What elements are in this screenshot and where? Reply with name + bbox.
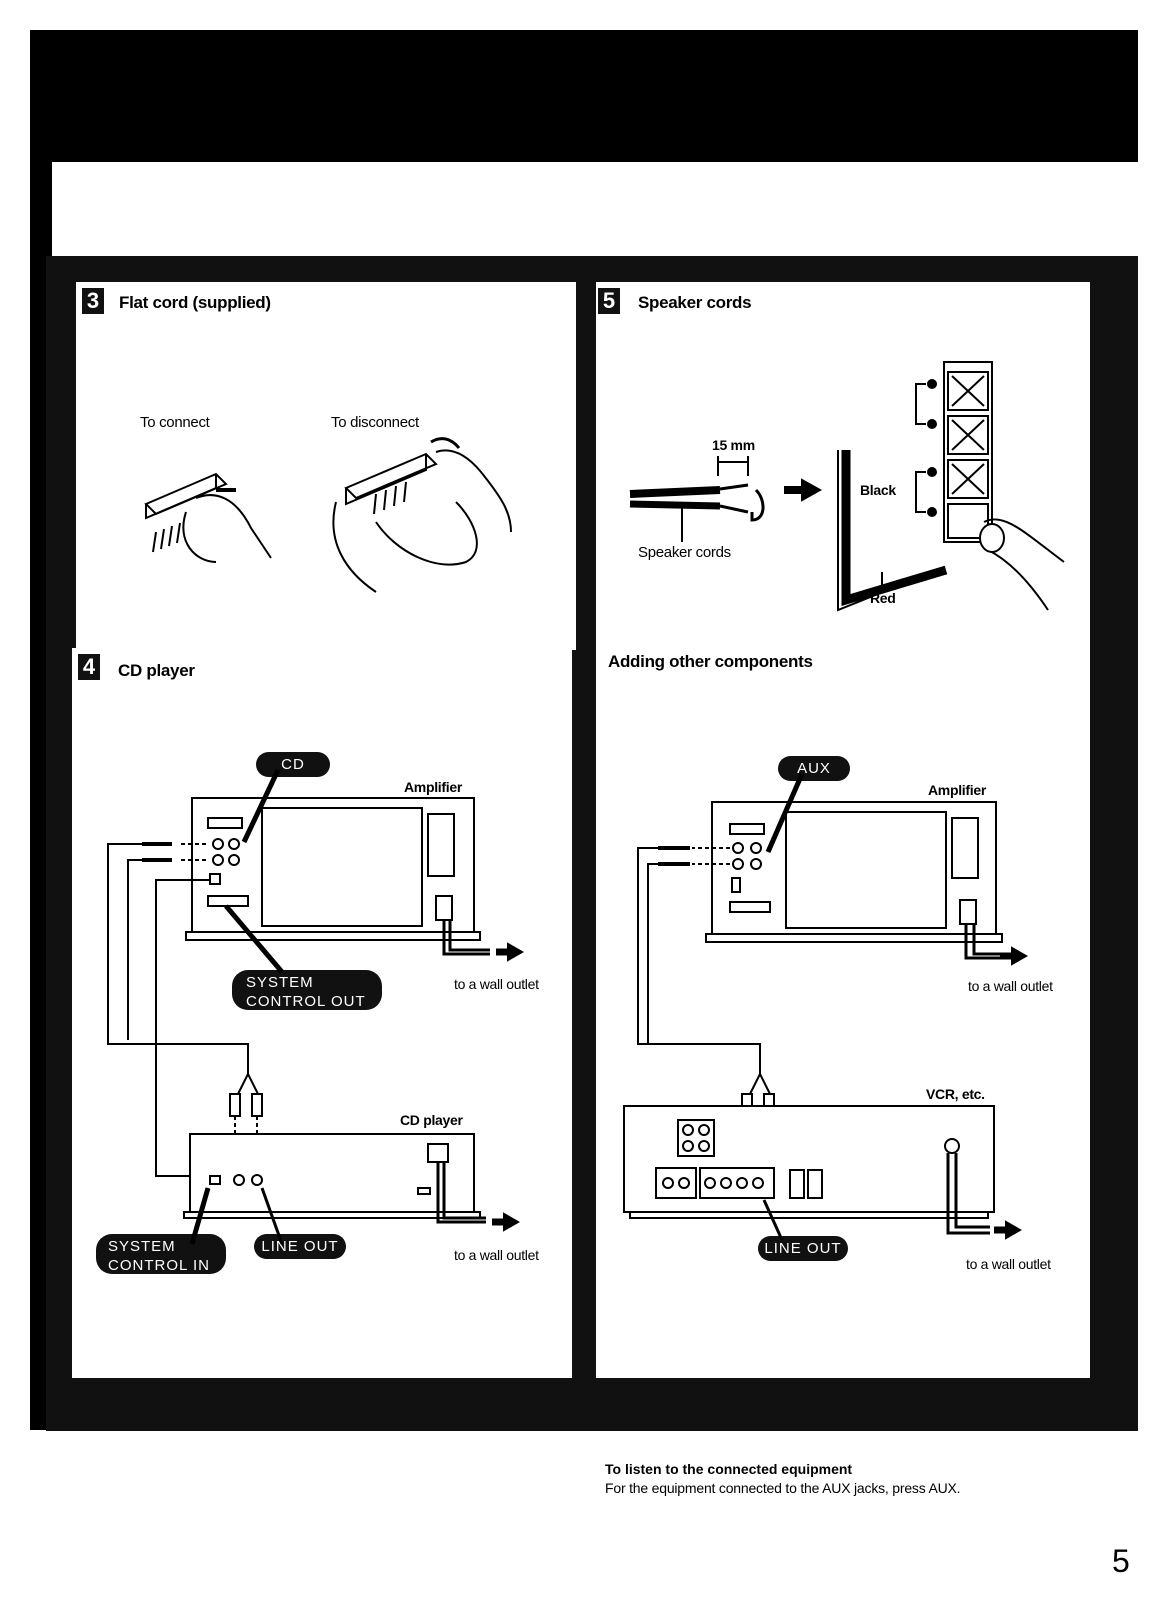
system-control-out-pill: SYSTEM CONTROL OUT bbox=[232, 970, 382, 1010]
instruction-panels: 3 Flat cord (supplied) To connect To dis… bbox=[46, 256, 1138, 1431]
section-title-flat-cord: Flat cord (supplied) bbox=[119, 293, 271, 312]
section-title-cd: CD player bbox=[118, 661, 195, 680]
amplifier-label-other: Amplifier bbox=[928, 782, 986, 798]
system-control-in-line1: SYSTEM bbox=[108, 1238, 176, 1255]
header-band bbox=[30, 30, 1138, 162]
to-connect-label: To connect bbox=[140, 414, 210, 431]
panel-cd-player: 4 CD player CD Amplifier SYSTEM CONTROL … bbox=[72, 648, 572, 1378]
panel-flat-cord: 3 Flat cord (supplied) To connect To dis… bbox=[76, 282, 576, 650]
cd-player-label: CD player bbox=[400, 1112, 463, 1128]
speaker-cords-label: Speaker cords bbox=[638, 544, 731, 561]
black-wire-label: Black bbox=[860, 482, 896, 498]
cd-connection-diagram bbox=[107, 768, 525, 1245]
wall-outlet-label-1: to a wall outlet bbox=[454, 976, 539, 992]
strip-length-label: 15 mm bbox=[712, 437, 755, 453]
system-control-out-line2: CONTROL OUT bbox=[246, 993, 366, 1010]
system-control-in-pill: SYSTEM CONTROL IN bbox=[96, 1234, 226, 1274]
to-disconnect-label: To disconnect bbox=[331, 414, 419, 431]
panel-speaker-cords: 5 Speaker cords 15 mm Speaker cords Blac… bbox=[596, 282, 1090, 650]
cd-jack-pill: CD bbox=[256, 752, 330, 777]
aux-jack-pill: AUX bbox=[778, 756, 850, 781]
wall-outlet-label-4: to a wall outlet bbox=[966, 1256, 1051, 1272]
step-number-3: 3 bbox=[82, 288, 104, 314]
system-control-in-line2: CONTROL IN bbox=[108, 1257, 210, 1274]
note-body: For the equipment connected to the AUX j… bbox=[605, 1480, 961, 1496]
line-out-pill-cd: LINE OUT bbox=[254, 1234, 346, 1259]
wall-outlet-label-2: to a wall outlet bbox=[454, 1247, 539, 1263]
panel-other-components: Adding other components AUX Amplifier to… bbox=[596, 648, 1090, 1378]
wall-outlet-label-3: to a wall outlet bbox=[968, 978, 1053, 994]
section-title-speaker: Speaker cords bbox=[638, 293, 752, 312]
line-out-pill-vcr: LINE OUT bbox=[758, 1236, 848, 1261]
aux-connection-diagram bbox=[623, 773, 1029, 1241]
flat-cord-illustration bbox=[144, 437, 512, 593]
step-number-5: 5 bbox=[598, 288, 620, 314]
note-title: To listen to the connected equipment bbox=[605, 1461, 853, 1477]
amplifier-label: Amplifier bbox=[404, 779, 462, 795]
speaker-cord-illustration bbox=[629, 361, 1065, 612]
system-control-out-line1: SYSTEM bbox=[246, 974, 314, 991]
page-number: 5 bbox=[1112, 1543, 1130, 1579]
section-title-other: Adding other components bbox=[608, 652, 813, 671]
vcr-label: VCR, etc. bbox=[926, 1086, 985, 1102]
step-number-4: 4 bbox=[78, 654, 100, 680]
